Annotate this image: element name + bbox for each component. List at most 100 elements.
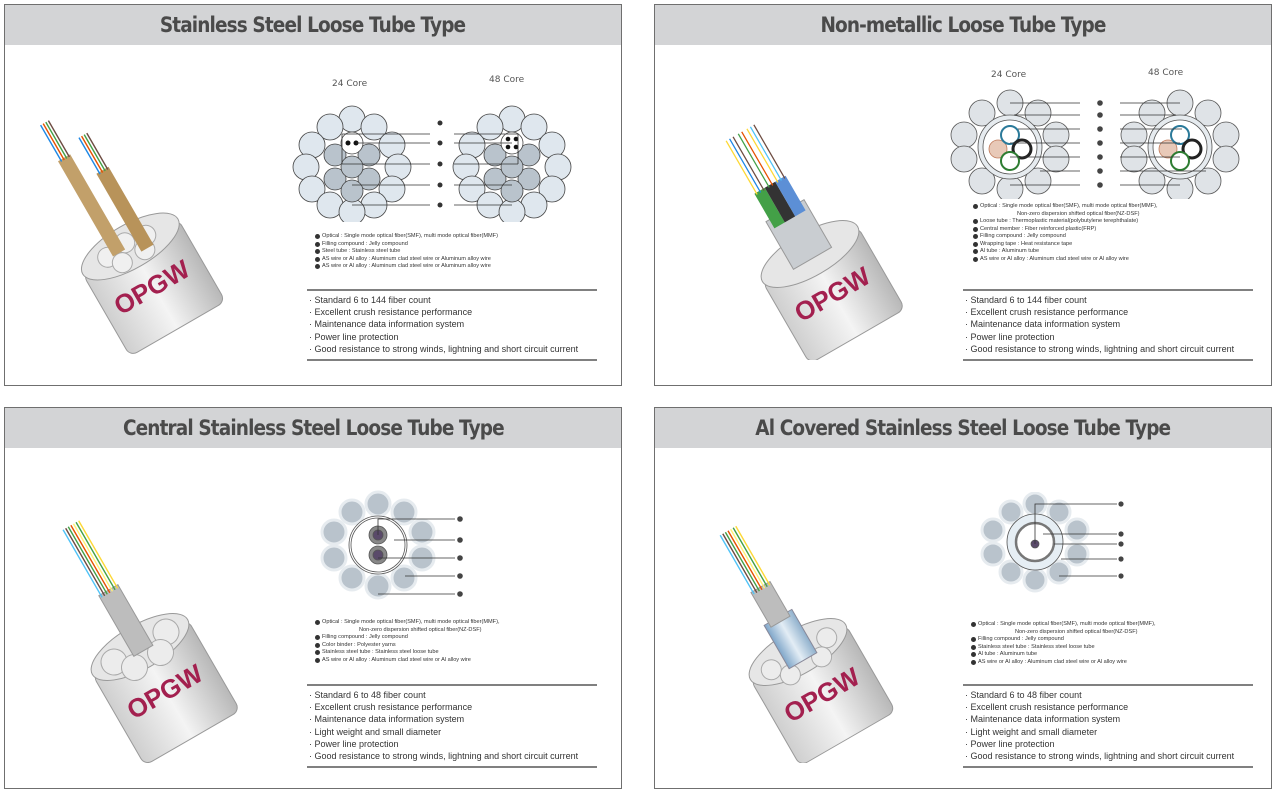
opgw-cable-illustration: OPGW (719, 525, 894, 764)
number-bullet-icon (315, 635, 320, 640)
feature-item: Good resistance to strong winds, lightni… (309, 750, 597, 762)
core-label-48: 48 Core (489, 75, 525, 85)
core-label-24: 24 Core (332, 79, 368, 89)
number-bullet-icon (315, 620, 320, 625)
opgw-cable-illustration: OPGW (40, 120, 224, 354)
legend-item: Filling compound : Jelly compound (315, 634, 500, 642)
feature-list: Standard 6 to 144 fiber count Excellent … (963, 289, 1253, 362)
legend-item: Optical : Single mode optical fiber(SMF)… (315, 619, 500, 627)
feature-item: Good resistance to strong winds, lightni… (965, 343, 1253, 355)
cross-section-diagram (310, 490, 475, 610)
number-bullet-icon (315, 642, 320, 648)
number-bullet-icon (973, 241, 978, 247)
number-bullet-icon (315, 234, 320, 239)
feature-item: Excellent crush resistance performance (309, 701, 597, 713)
cable-photo: OPGW (45, 493, 275, 764)
panel-header: Central Stainless Steel Loose Tube Type (5, 408, 621, 448)
legend-item: Filling compound : Jelly compound (971, 636, 1156, 644)
panel-stainless-steel-loose-tube: Stainless Steel Loose Tube Type OPGW 24 … (4, 4, 622, 386)
feature-item: Standard 6 to 144 fiber count (309, 294, 597, 306)
feature-item: Excellent crush resistance performance (309, 306, 597, 318)
number-bullet-icon (971, 622, 976, 627)
legend-item: Loose tube : Thermoplastic material(poly… (973, 218, 1158, 226)
feature-item: Power line protection (965, 331, 1253, 343)
panel-title: Central Stainless Steel Loose Tube Type (122, 416, 505, 440)
component-legend: Optical : Single mode optical fiber(SMF)… (315, 619, 500, 664)
number-bullet-icon (971, 644, 976, 650)
number-bullet-icon (315, 657, 320, 663)
feature-item: Maintenance data information system (309, 318, 597, 330)
legend-item: Optical : Single mode optical fiber(SMF)… (973, 203, 1158, 211)
feature-item: Power line protection (309, 738, 597, 750)
number-bullet-icon (973, 204, 978, 209)
feature-item: Good resistance to strong winds, lightni… (965, 750, 1253, 762)
feature-item: Standard 6 to 144 fiber count (965, 294, 1253, 306)
feature-item: Maintenance data information system (309, 713, 597, 725)
number-bullet-icon (315, 241, 320, 247)
number-bullet-icon (971, 659, 976, 665)
legend-item: Steel tube : Stainless steel tube (315, 248, 498, 256)
feature-item: Good resistance to strong winds, lightni… (309, 343, 597, 355)
legend-item: Filling compound : Jelly compound (315, 241, 498, 249)
opgw-cable-illustration: OPGW (62, 520, 238, 764)
cable-photo: OPGW (31, 95, 271, 355)
panel-title: Non-metallic Loose Tube Type (820, 13, 1106, 37)
legend-item: Wrapping tape : Heat resistance tape (973, 241, 1158, 249)
panel-non-metallic-loose-tube: Non-metallic Loose Tube Type OPGW 24 Cor… (654, 4, 1272, 386)
number-bullet-icon (315, 264, 320, 269)
legend-item: Stainless steel tube : Stainless steel l… (971, 644, 1156, 652)
number-bullet-icon (971, 652, 976, 657)
panel-central-stainless-steel-loose-tube: Central Stainless Steel Loose Tube Type … (4, 407, 622, 789)
number-bullet-icon (971, 637, 976, 642)
legend-item: AS wire or Al alloy : Aluminum clad stee… (971, 659, 1156, 667)
number-bullet-icon (973, 234, 978, 239)
cross-section-diagram (977, 492, 1127, 597)
legend-item: Stainless steel tube : Stainless steel l… (315, 649, 500, 657)
legend-item: Al tube : Aluminum tube (973, 248, 1158, 256)
feature-item: Excellent crush resistance performance (965, 306, 1253, 318)
feature-list: Standard 6 to 144 fiber count Excellent … (307, 289, 597, 362)
panel-title: Al Covered Stainless Steel Loose Tube Ty… (755, 416, 1172, 440)
cable-photo: OPGW (715, 100, 945, 362)
legend-item-continuation: Non-zero dispersion shifted optical fibe… (1017, 210, 1140, 217)
legend-item-continuation: Non-zero dispersion shifted optical fibe… (359, 626, 482, 633)
core-label-48: 48 Core (1148, 68, 1184, 78)
feature-item: Light weight and small diameter (965, 726, 1253, 738)
legend-item: AS wire or Al alloy : Aluminum clad stee… (973, 256, 1158, 264)
legend-item: Optical : Single mode optical fiber(SMF)… (315, 233, 498, 241)
legend-item: Optical : Single mode optical fiber(SMF)… (971, 621, 1156, 629)
feature-item: Light weight and small diameter (309, 726, 597, 738)
feature-item: Standard 6 to 48 fiber count (309, 689, 597, 701)
feature-item: Power line protection (309, 331, 597, 343)
number-bullet-icon (315, 650, 320, 655)
number-bullet-icon (973, 256, 978, 262)
panel-header: Stainless Steel Loose Tube Type (5, 5, 621, 45)
legend-item: AS wire or Al alloy : Aluminum clad stee… (315, 256, 498, 264)
feature-item: Standard 6 to 48 fiber count (965, 689, 1253, 701)
feature-list: Standard 6 to 48 fiber count Excellent c… (963, 684, 1253, 769)
number-bullet-icon (973, 249, 978, 254)
feature-item: Maintenance data information system (965, 318, 1253, 330)
feature-item: Maintenance data information system (965, 713, 1253, 725)
component-legend: Optical : Single mode optical fiber(SMF)… (315, 233, 498, 271)
legend-item: Color binder : Polyester yarns (315, 642, 500, 650)
legend-item: Central member : Fiber reinforced plasti… (973, 226, 1158, 234)
cable-photo: OPGW (703, 498, 933, 764)
feature-item: Power line protection (965, 738, 1253, 750)
legend-item: AS wire or Al alloy : Aluminum clad stee… (315, 263, 498, 271)
legend-item: Filling compound : Jelly compound (973, 233, 1158, 241)
number-bullet-icon (973, 219, 978, 224)
number-bullet-icon (315, 249, 320, 254)
panel-header: Non-metallic Loose Tube Type (655, 5, 1271, 45)
component-legend: Optical : Single mode optical fiber(SMF)… (971, 621, 1156, 666)
panel-al-covered-stainless-steel-loose-tube: Al Covered Stainless Steel Loose Tube Ty… (654, 407, 1272, 789)
feature-list: Standard 6 to 48 fiber count Excellent c… (307, 684, 597, 769)
number-bullet-icon (315, 256, 320, 262)
component-legend: Optical : Single mode optical fiber(SMF)… (973, 203, 1158, 263)
cross-section-diagram (950, 89, 1250, 199)
number-bullet-icon (973, 226, 978, 232)
panel-header: Al Covered Stainless Steel Loose Tube Ty… (655, 408, 1271, 448)
legend-item-continuation: Non-zero dispersion shifted optical fibe… (1015, 628, 1138, 635)
cross-section-diagram (290, 97, 590, 222)
panel-title: Stainless Steel Loose Tube Type (160, 13, 466, 37)
